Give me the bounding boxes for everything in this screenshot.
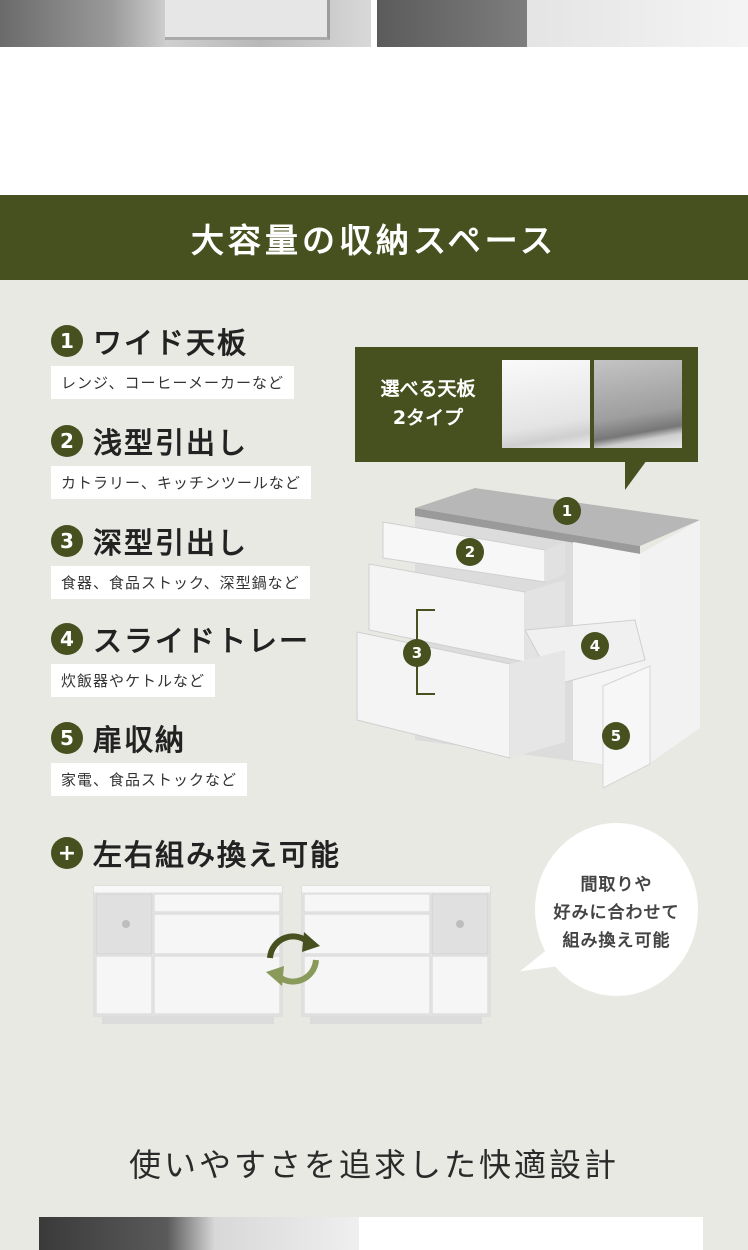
bubble-text: 間取りや 好みに合わせて 組み換え可能 — [535, 871, 698, 955]
feature-door-storage: 5 扉収納 家電、食品ストックなど — [51, 720, 248, 796]
bubble-line-2: 好みに合わせて — [553, 903, 680, 923]
cabinet-badge-5: 5 — [602, 722, 630, 750]
top-board-text: 選べる天板 2タイプ — [373, 375, 483, 433]
bubble-line-1: 間取りや — [580, 875, 653, 895]
photo-kitchen-right — [377, 0, 748, 47]
rearrange-bubble: 間取りや 好みに合わせて 組み換え可能 — [535, 823, 698, 996]
cabinet-badge-3: 3 — [403, 639, 431, 667]
top-board-steel-swatch — [594, 360, 682, 448]
rearrange-heading: + 左右組み換え可能 — [51, 832, 341, 874]
feature-number: 5 — [51, 722, 83, 754]
feature-desc: 炊飯器やケトルなど — [51, 664, 216, 697]
feature-title: ワイド天板 — [93, 326, 249, 360]
feature-shallow-drawer: 2 浅型引出し カトラリー、キッチンツールなど — [51, 423, 311, 499]
feature-title: 浅型引出し — [93, 426, 249, 460]
feature-desc: レンジ、コーヒーメーカーなど — [51, 366, 294, 399]
feature-desc: カトラリー、キッチンツールなど — [51, 466, 311, 499]
section-title: 大容量の収納スペース — [190, 220, 558, 260]
plus-icon: + — [51, 837, 83, 869]
cabinet-badge-1: 1 — [553, 497, 581, 525]
feature-number: 1 — [51, 325, 83, 357]
feature-wide-top: 1 ワイド天板 レンジ、コーヒーメーカーなど — [51, 323, 294, 399]
cabinet-drawing — [356, 488, 700, 789]
feature-desc: 食器、食品ストック、深型鍋など — [51, 566, 310, 599]
callout-tail — [625, 460, 647, 490]
usability-heading: 使いやすさを追求した快適設計 — [128, 1146, 619, 1184]
section-title-band: 大容量の収納スペース — [0, 195, 748, 280]
top-board-white-swatch — [502, 360, 590, 448]
bubble-line-3: 組み換え可能 — [562, 931, 671, 951]
cabinet-badge-2: 2 — [456, 538, 484, 566]
feature-title: 扉収納 — [93, 723, 187, 757]
top-board-callout: 選べる天板 2タイプ — [355, 347, 698, 462]
rearrange-title: 左右組み換え可能 — [93, 838, 342, 872]
feature-number: 2 — [51, 425, 83, 457]
cabinet-front-views — [93, 885, 491, 1024]
cabinet-badge-4: 4 — [581, 632, 609, 660]
top-board-line1: 選べる天板 — [380, 378, 476, 400]
feature-desc: 家電、食品ストックなど — [51, 763, 248, 796]
feature-number: 3 — [51, 525, 83, 557]
photo-bottom-left — [39, 1217, 359, 1250]
feature-deep-drawer: 3 深型引出し 食器、食品ストック、深型鍋など — [51, 523, 310, 599]
swap-arrows-icon — [266, 932, 320, 986]
feature-title: 深型引出し — [93, 526, 249, 560]
photo-bottom-right — [359, 1217, 703, 1250]
feature-number: 4 — [51, 623, 83, 655]
top-board-line2: 2タイプ — [392, 407, 464, 429]
feature-slide-tray: 4 スライドトレー 炊飯器やケトルなど — [51, 621, 310, 697]
cabinet-illustration: 1 2 3 4 5 — [355, 480, 700, 794]
photo-kitchen-left — [0, 0, 371, 47]
feature-title: スライドトレー — [93, 624, 311, 658]
